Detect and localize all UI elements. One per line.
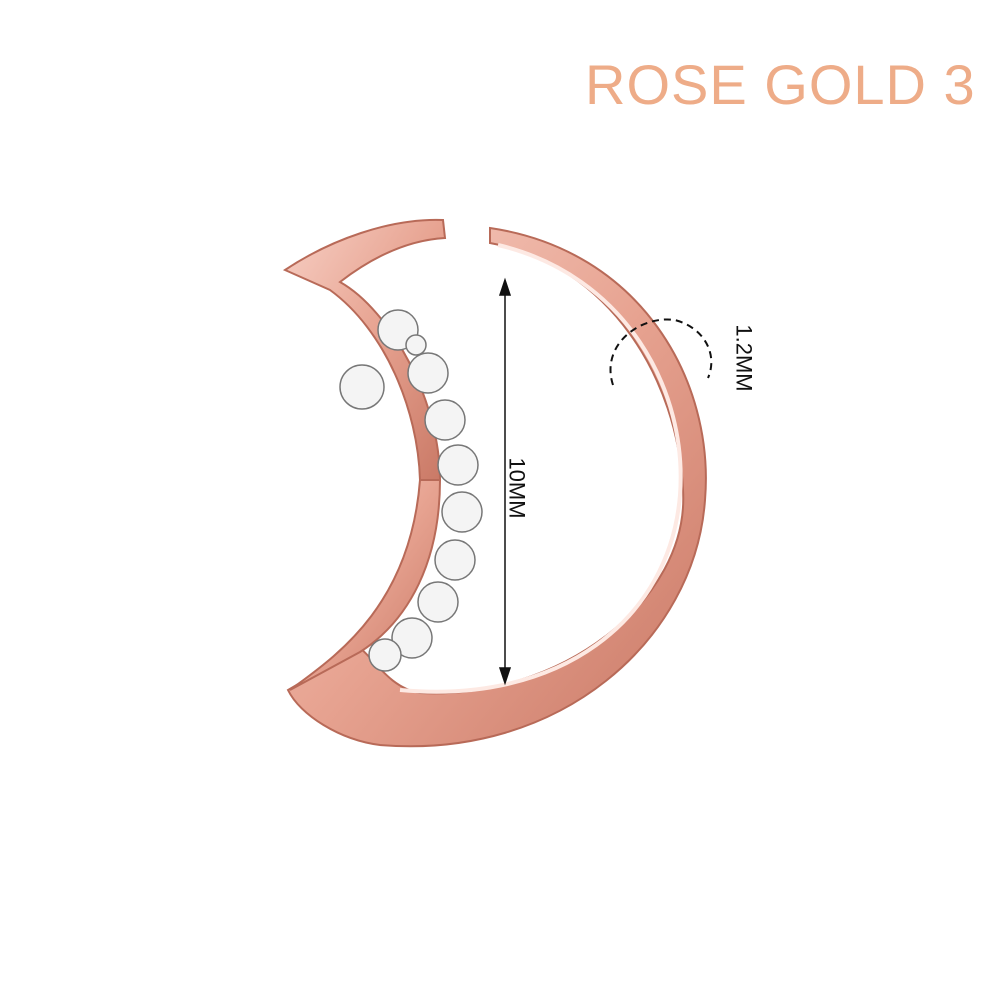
crystal [437,444,479,486]
crystal [339,364,385,410]
variant-title: ROSE GOLD 3 [585,53,976,116]
crystal [417,581,459,623]
crystal [407,352,449,394]
crystal [424,399,466,441]
length-label: 10MM [504,457,530,519]
gauge-dashed-arc [609,318,713,386]
crystal [368,638,402,672]
crescent-lower [289,479,442,691]
crystal [405,334,427,356]
length-dimension-arrow [498,277,512,686]
crystal [391,617,433,659]
crystal [434,539,476,581]
crystals [339,309,483,672]
crescent-upper [282,218,447,481]
ring-highlight [399,243,683,694]
gauge-label: 1.2MM [731,324,757,392]
crystal [441,491,483,533]
